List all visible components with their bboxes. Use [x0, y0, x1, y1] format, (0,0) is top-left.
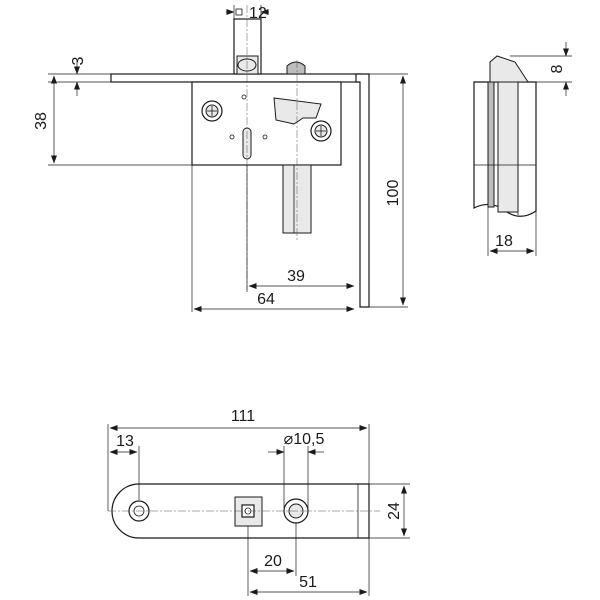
dim-center-offset: 51	[299, 574, 317, 591]
small-hole-1	[229, 134, 235, 140]
small-hole-2	[262, 134, 268, 140]
side-dimensions: 8 18	[487, 42, 572, 256]
plan-view	[108, 483, 380, 539]
side-top-latch	[489, 55, 529, 83]
dim-bolt-offset: 39	[287, 268, 305, 285]
dim-hole-spacing: 20	[264, 553, 282, 570]
right-flange	[355, 73, 370, 308]
side-view	[473, 55, 537, 217]
side-strip	[487, 81, 495, 208]
dim-plan-height: 24	[386, 502, 403, 520]
dim-side-width: 18	[495, 233, 513, 250]
dim-body-width: 64	[257, 291, 275, 308]
dim-slot-width: 12	[249, 5, 267, 22]
screw-left	[201, 100, 223, 122]
dim-total-height: 100	[385, 180, 402, 207]
side-strip-2	[497, 81, 519, 213]
screw-right	[310, 120, 332, 142]
dim-hole-diameter: ⌀10,5	[284, 431, 325, 448]
front-view	[110, 5, 370, 308]
front-dimensions: 12 3 38 100 39 64	[33, 5, 408, 312]
dim-side-top: 8	[549, 64, 566, 73]
plan-dimensions: 111 13 ⌀10,5 24 20 51	[107, 408, 410, 596]
dim-plan-length: 111	[231, 408, 255, 425]
latch-knob	[286, 61, 306, 75]
small-hole-3	[241, 94, 247, 100]
plan-square-spindle	[234, 496, 263, 527]
dim-body-height: 38	[33, 112, 50, 130]
dim-plate-thickness: 3	[70, 56, 87, 65]
latch-lever	[273, 97, 322, 125]
dim-plan-end: 13	[116, 433, 134, 450]
top-plate	[110, 73, 362, 83]
